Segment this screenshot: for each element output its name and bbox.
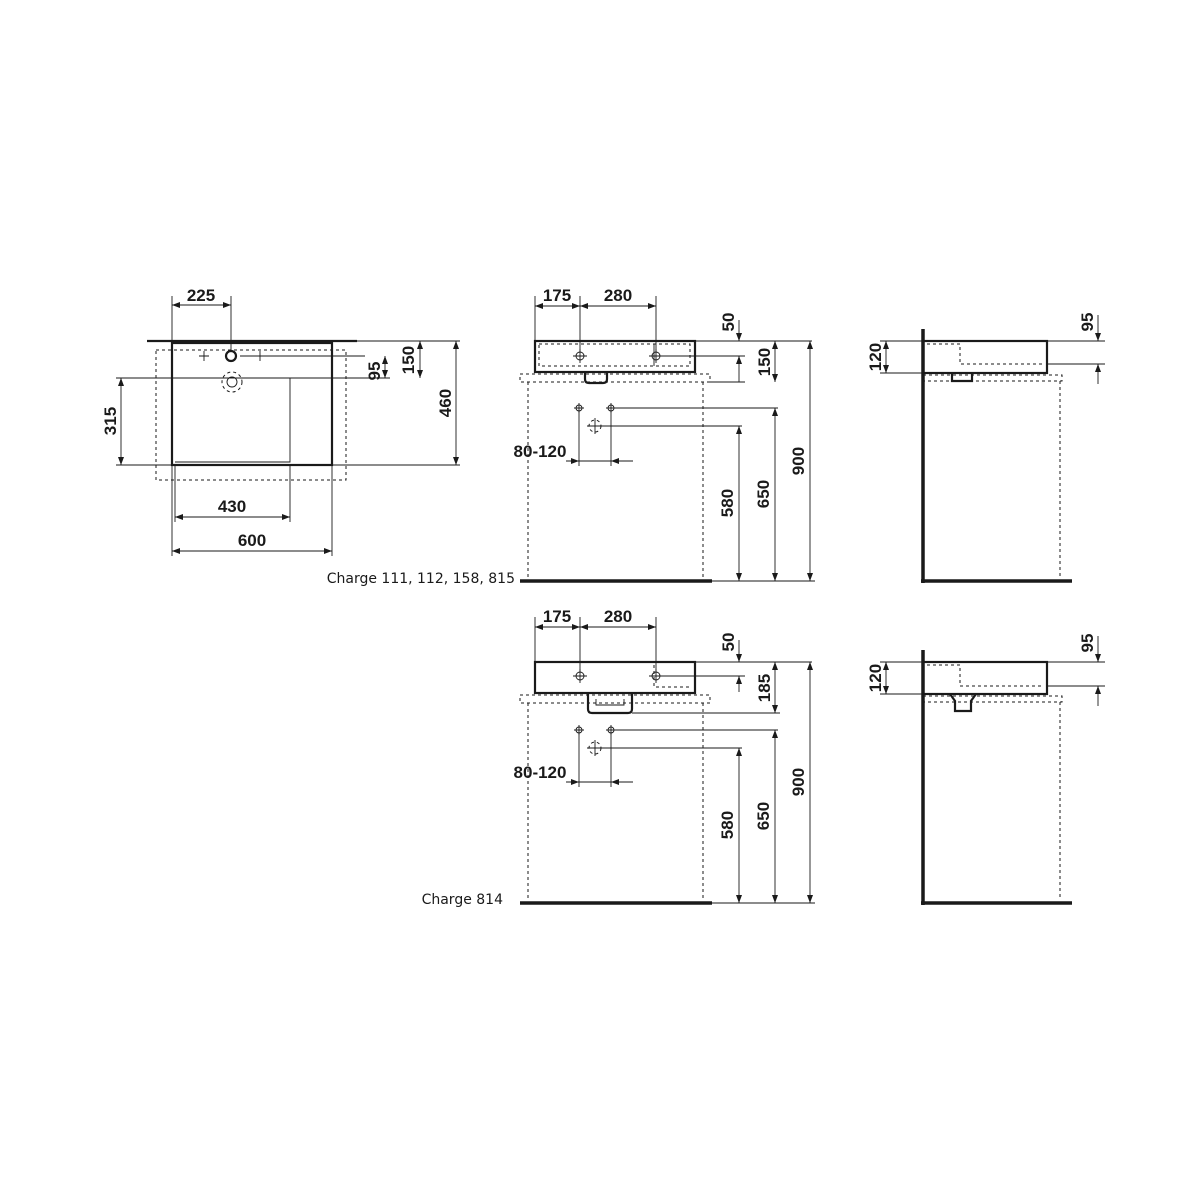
dim-50-b: 50 — [719, 633, 738, 652]
front-view-a: 175 280 50 150 80-120 580 — [327, 286, 815, 587]
dim-120-b: 120 — [866, 664, 885, 692]
dim-175: 175 — [543, 286, 571, 305]
dim-430: 430 — [218, 497, 246, 516]
caption-charge-a: Charge 111, 112, 158, 815 — [327, 571, 515, 587]
front-view-b: 175 280 50 185 80-120 580 — [422, 607, 815, 908]
dim-225: 225 — [187, 286, 215, 305]
side-view-b: 120 95 — [866, 634, 1105, 905]
dim-95-side: 95 — [1078, 313, 1097, 332]
dim-120: 120 — [866, 343, 885, 371]
dim-80-120-b: 80-120 — [514, 763, 567, 782]
dim-280: 280 — [604, 286, 632, 305]
dim-150: 150 — [399, 346, 418, 374]
dim-280-b: 280 — [604, 607, 632, 626]
dim-580-b: 580 — [718, 811, 737, 839]
dim-315: 315 — [101, 407, 120, 435]
dim-650: 650 — [754, 480, 773, 508]
dim-580: 580 — [718, 489, 737, 517]
dim-50: 50 — [719, 313, 738, 332]
dim-900-b: 900 — [789, 768, 808, 796]
dim-95-side-b: 95 — [1078, 634, 1097, 653]
top-view: 225 95 150 460 315 430 600 — [101, 286, 460, 556]
dim-460: 460 — [436, 389, 455, 417]
dim-80-120: 80-120 — [514, 442, 567, 461]
dim-95: 95 — [365, 362, 384, 381]
dim-185: 185 — [755, 674, 774, 702]
caption-charge-b: Charge 814 — [422, 892, 504, 908]
dim-650-b: 650 — [754, 802, 773, 830]
dim-175-b: 175 — [543, 607, 571, 626]
dim-150b: 150 — [755, 348, 774, 376]
side-view-a: 120 95 — [866, 313, 1105, 583]
dim-600: 600 — [238, 531, 266, 550]
dim-900: 900 — [789, 447, 808, 475]
